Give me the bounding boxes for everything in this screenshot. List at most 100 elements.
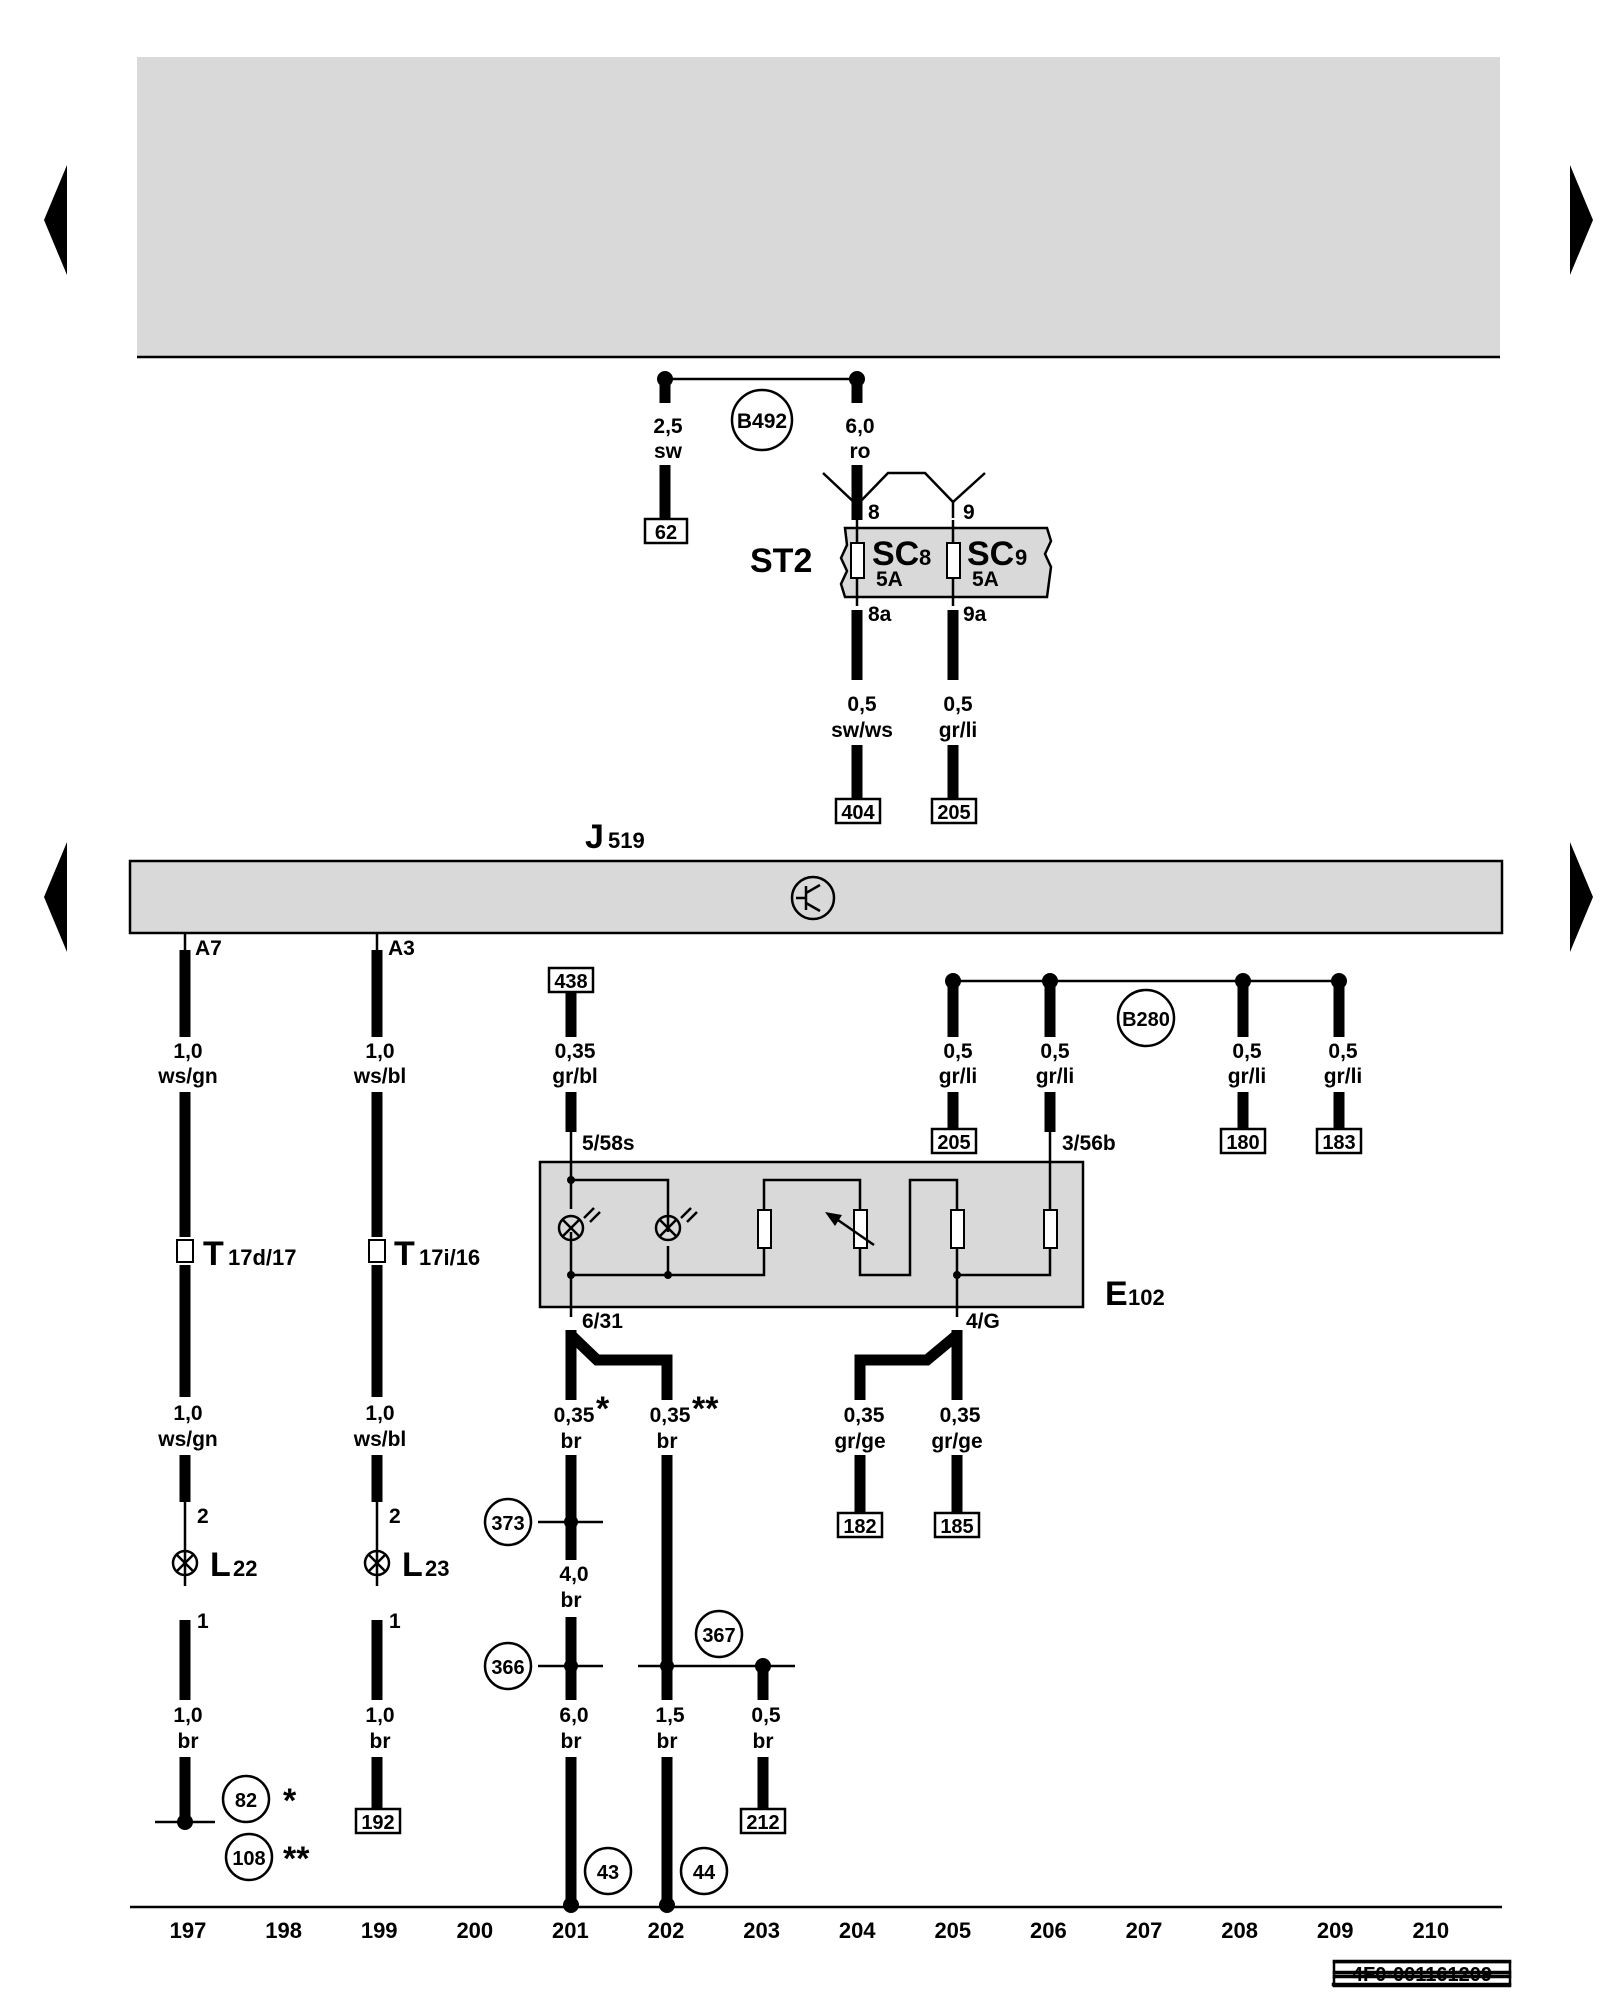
prev-page-arrow-bottom[interactable]: [44, 842, 67, 952]
svg-text:T: T: [394, 1235, 415, 1273]
svg-text:2: 2: [197, 1505, 209, 1528]
svg-text:1,0: 1,0: [173, 1040, 202, 1063]
wire-color-ro: ro: [850, 440, 871, 463]
svg-text:ws/bl: ws/bl: [353, 1428, 407, 1451]
column-number: 205: [934, 1918, 971, 1943]
svg-text:*: *: [283, 1782, 297, 1820]
ref-box-192: 192: [361, 1812, 394, 1834]
column-number: 206: [1030, 1918, 1067, 1943]
svg-text:22: 22: [233, 1556, 257, 1581]
svg-text:0,35: 0,35: [650, 1404, 691, 1427]
svg-text:82: 82: [235, 1790, 257, 1812]
resistor-3: [1043, 1209, 1058, 1249]
svg-text:sw/ws: sw/ws: [831, 719, 893, 742]
g-wires: 0,35 gr/ge 0,35 gr/ge 182 185: [834, 1330, 983, 1539]
column-number: 198: [265, 1918, 302, 1943]
svg-text:gr/li: gr/li: [939, 1065, 978, 1088]
fuse-sc8-rating: 5A: [876, 568, 903, 591]
column-number: 210: [1412, 1918, 1449, 1943]
ref-box-205-bus: 205: [937, 1132, 970, 1154]
svg-text:A7: A7: [195, 937, 222, 960]
svg-text:gr/ge: gr/ge: [931, 1430, 982, 1453]
svg-text:br: br: [657, 1730, 678, 1753]
svg-text:gr/li: gr/li: [1036, 1065, 1075, 1088]
svg-text:gr/li: gr/li: [939, 719, 978, 742]
svg-text:A3: A3: [388, 937, 415, 960]
svg-text:br: br: [561, 1589, 582, 1612]
svg-text:gr/ge: gr/ge: [834, 1430, 885, 1453]
b492-connection: B492 2,5 sw 62 6,0 ro: [643, 371, 875, 545]
svg-text:0,35: 0,35: [940, 1404, 981, 1427]
fuse-sc8-out-pin: 8a: [868, 603, 892, 626]
svg-text:0,35: 0,35: [554, 1404, 595, 1427]
next-page-arrow-top[interactable]: [1570, 165, 1593, 275]
svg-text:108: 108: [232, 1848, 265, 1870]
svg-text:**: **: [283, 1840, 310, 1878]
svg-text:44: 44: [693, 1862, 716, 1884]
svg-text:43: 43: [597, 1862, 619, 1884]
prev-page-arrow-top[interactable]: [44, 165, 67, 275]
bus-b280: B280 0,5 gr/li 205 0,5 gr/li 3/56b 0,5 g…: [930, 973, 1362, 1162]
resistor-2: [950, 1209, 965, 1249]
svg-text:1,0: 1,0: [173, 1704, 202, 1727]
indicator-lamp-1-icon: [557, 1214, 585, 1242]
potentiometer: [853, 1209, 868, 1249]
ref-box-212: 212: [746, 1812, 779, 1834]
next-page-arrow-bottom[interactable]: [1570, 842, 1593, 952]
lamp-circuit-l22: A7 1,0 ws/gn T 17d/17 1,0 ws/gn 2 L 22 1…: [155, 933, 310, 1882]
ground-wires: 0,35 * br 0,35 ** br 373 4,0 br 366 6,0 …: [483, 1330, 795, 1913]
svg-text:373: 373: [491, 1513, 524, 1535]
fuse-sc8-in-pin: 8: [868, 501, 880, 524]
svg-text:br: br: [753, 1730, 774, 1753]
column-number: 200: [456, 1918, 493, 1943]
svg-text:102: 102: [1128, 1285, 1165, 1310]
svg-text:ws/gn: ws/gn: [157, 1065, 218, 1088]
svg-text:1,0: 1,0: [365, 1704, 394, 1727]
svg-text:gr/li: gr/li: [1228, 1065, 1267, 1088]
ref-box-205-top: 205: [937, 802, 970, 824]
resistor-1: [757, 1209, 772, 1249]
connector-t17d: [176, 1239, 194, 1263]
svg-text:T: T: [203, 1235, 224, 1273]
svg-text:0,35: 0,35: [844, 1404, 885, 1427]
svg-text:gr/bl: gr/bl: [552, 1065, 598, 1088]
svg-text:2: 2: [389, 1505, 401, 1528]
column-number: 203: [743, 1918, 780, 1943]
svg-text:0,5: 0,5: [1040, 1040, 1070, 1063]
svg-text:0,5: 0,5: [1232, 1040, 1262, 1063]
column-number: 208: [1221, 1918, 1258, 1943]
svg-text:0,5: 0,5: [943, 1040, 973, 1063]
svg-text:0,5: 0,5: [847, 693, 877, 716]
column-number: 199: [361, 1918, 398, 1943]
ref-box-183: 183: [1322, 1132, 1355, 1154]
svg-text:B280: B280: [1122, 1009, 1170, 1031]
column-number: 204: [839, 1918, 876, 1943]
svg-text:366: 366: [491, 1657, 524, 1679]
lamp-circuit-l23: A3 1,0 ws/bl T 17i/16 1,0 ws/bl 2 L 23 1…: [353, 933, 480, 1835]
ref-box-185: 185: [940, 1516, 973, 1538]
fuse-sc9-num: 9: [1015, 545, 1027, 570]
header-panel: [137, 57, 1500, 356]
svg-text:1,0: 1,0: [365, 1402, 394, 1425]
transistor-icon: [790, 875, 836, 921]
connector-t17i: [368, 1239, 386, 1263]
relay-name: J: [585, 818, 604, 856]
column-number: 207: [1126, 1918, 1163, 1943]
svg-text:ws/gn: ws/gn: [157, 1428, 218, 1451]
fuse-carrier-label: ST2: [750, 542, 812, 580]
lamp-l23-icon: [363, 1549, 391, 1577]
ref-box-182: 182: [843, 1516, 876, 1538]
svg-text:L: L: [402, 1546, 423, 1584]
doc-id-outline: [1332, 1960, 1512, 1988]
indicator-lamp-2-icon: [654, 1214, 682, 1242]
svg-text:br: br: [370, 1730, 391, 1753]
svg-text:0,5: 0,5: [943, 693, 973, 716]
switch-e102: E 102 6/31 4/G: [538, 1160, 1165, 1333]
switch-input-438: 438 0,35 gr/bl 5/58s: [547, 966, 635, 1162]
wire-size-62: 2,5: [653, 415, 683, 438]
fuse-sc9-in-pin: 9: [963, 501, 975, 524]
ref-box-404: 404: [841, 802, 875, 824]
relay-sub: 519: [608, 828, 645, 853]
